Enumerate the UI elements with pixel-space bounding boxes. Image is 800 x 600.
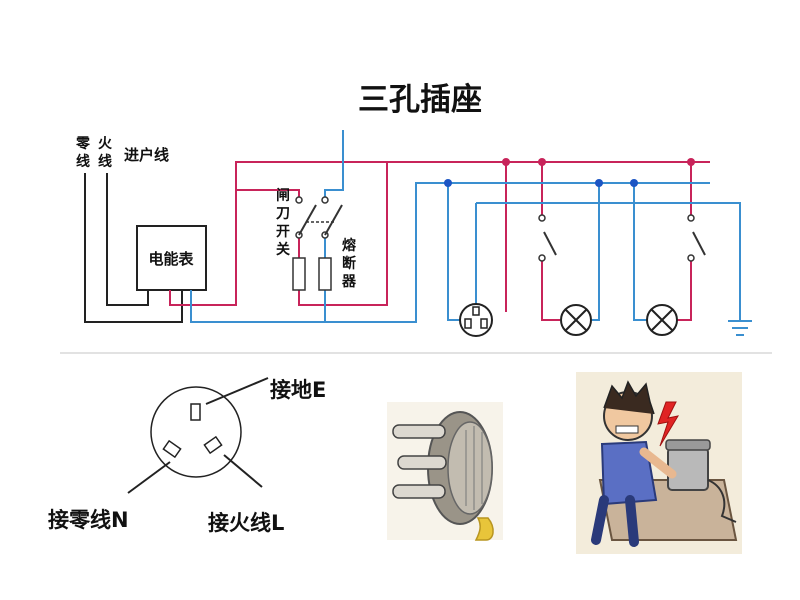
live-slot	[203, 435, 223, 455]
earth-slot	[190, 403, 201, 421]
neutral-label: 接零线N	[48, 508, 129, 532]
page-title: 三孔插座	[358, 82, 482, 118]
neutral-label-char-2: 线	[76, 153, 90, 170]
lamp-2	[646, 304, 678, 336]
live-label: 接火线L	[208, 511, 284, 535]
knife-switch-char-2: 刀	[276, 206, 290, 222]
knife-switch-char-3: 开	[276, 224, 290, 240]
live-wires	[169, 161, 710, 321]
fuse-char-2: 断	[342, 255, 356, 272]
lamp-switch-1	[538, 214, 557, 262]
neutral-slot	[162, 439, 182, 459]
person-arm	[639, 447, 677, 479]
service-live-wire	[106, 173, 149, 306]
fuse-char-3: 器	[341, 274, 357, 290]
fuses	[292, 257, 332, 291]
plug-pin-middle	[397, 455, 447, 470]
energy-meter-label: 电能表	[148, 250, 194, 268]
fuse-live	[292, 257, 306, 291]
person-hair	[603, 380, 655, 415]
plug-pin-top	[392, 424, 446, 439]
lightning-bolt-icon	[657, 401, 680, 447]
fuse-char-1: 熔	[342, 237, 357, 254]
person-legs	[591, 495, 639, 547]
live-junctions	[502, 158, 695, 166]
neutral-wires	[190, 130, 741, 323]
appliance	[667, 447, 709, 491]
lamp-1	[560, 304, 592, 336]
electric-shock-illustration	[576, 372, 742, 554]
appliance-cord	[707, 479, 737, 523]
person-shirt	[600, 440, 658, 506]
knife-switch	[295, 196, 343, 239]
knife-switch-char-1: 闸	[276, 187, 290, 204]
live-label-char-1: 火	[98, 136, 113, 152]
earth-label: 接地E	[270, 378, 326, 402]
neutral-label-char-1: 零	[75, 135, 91, 152]
plug-illustration	[387, 402, 503, 541]
socket-leader-lines	[127, 377, 269, 494]
energy-meter-box	[136, 225, 207, 291]
plug-cable	[474, 517, 494, 541]
plug-pin-bottom	[392, 484, 446, 499]
ground-symbol	[728, 320, 752, 336]
fuse-neutral	[318, 257, 332, 291]
socket-face	[150, 386, 242, 478]
neutral-junctions	[444, 179, 638, 187]
lamp-switch-2	[687, 214, 706, 262]
service-line-label: 进户线	[124, 146, 169, 164]
knife-switch-char-4: 关	[276, 241, 290, 258]
live-label-char-2: 线	[98, 153, 112, 170]
socket-symbol	[459, 303, 493, 337]
